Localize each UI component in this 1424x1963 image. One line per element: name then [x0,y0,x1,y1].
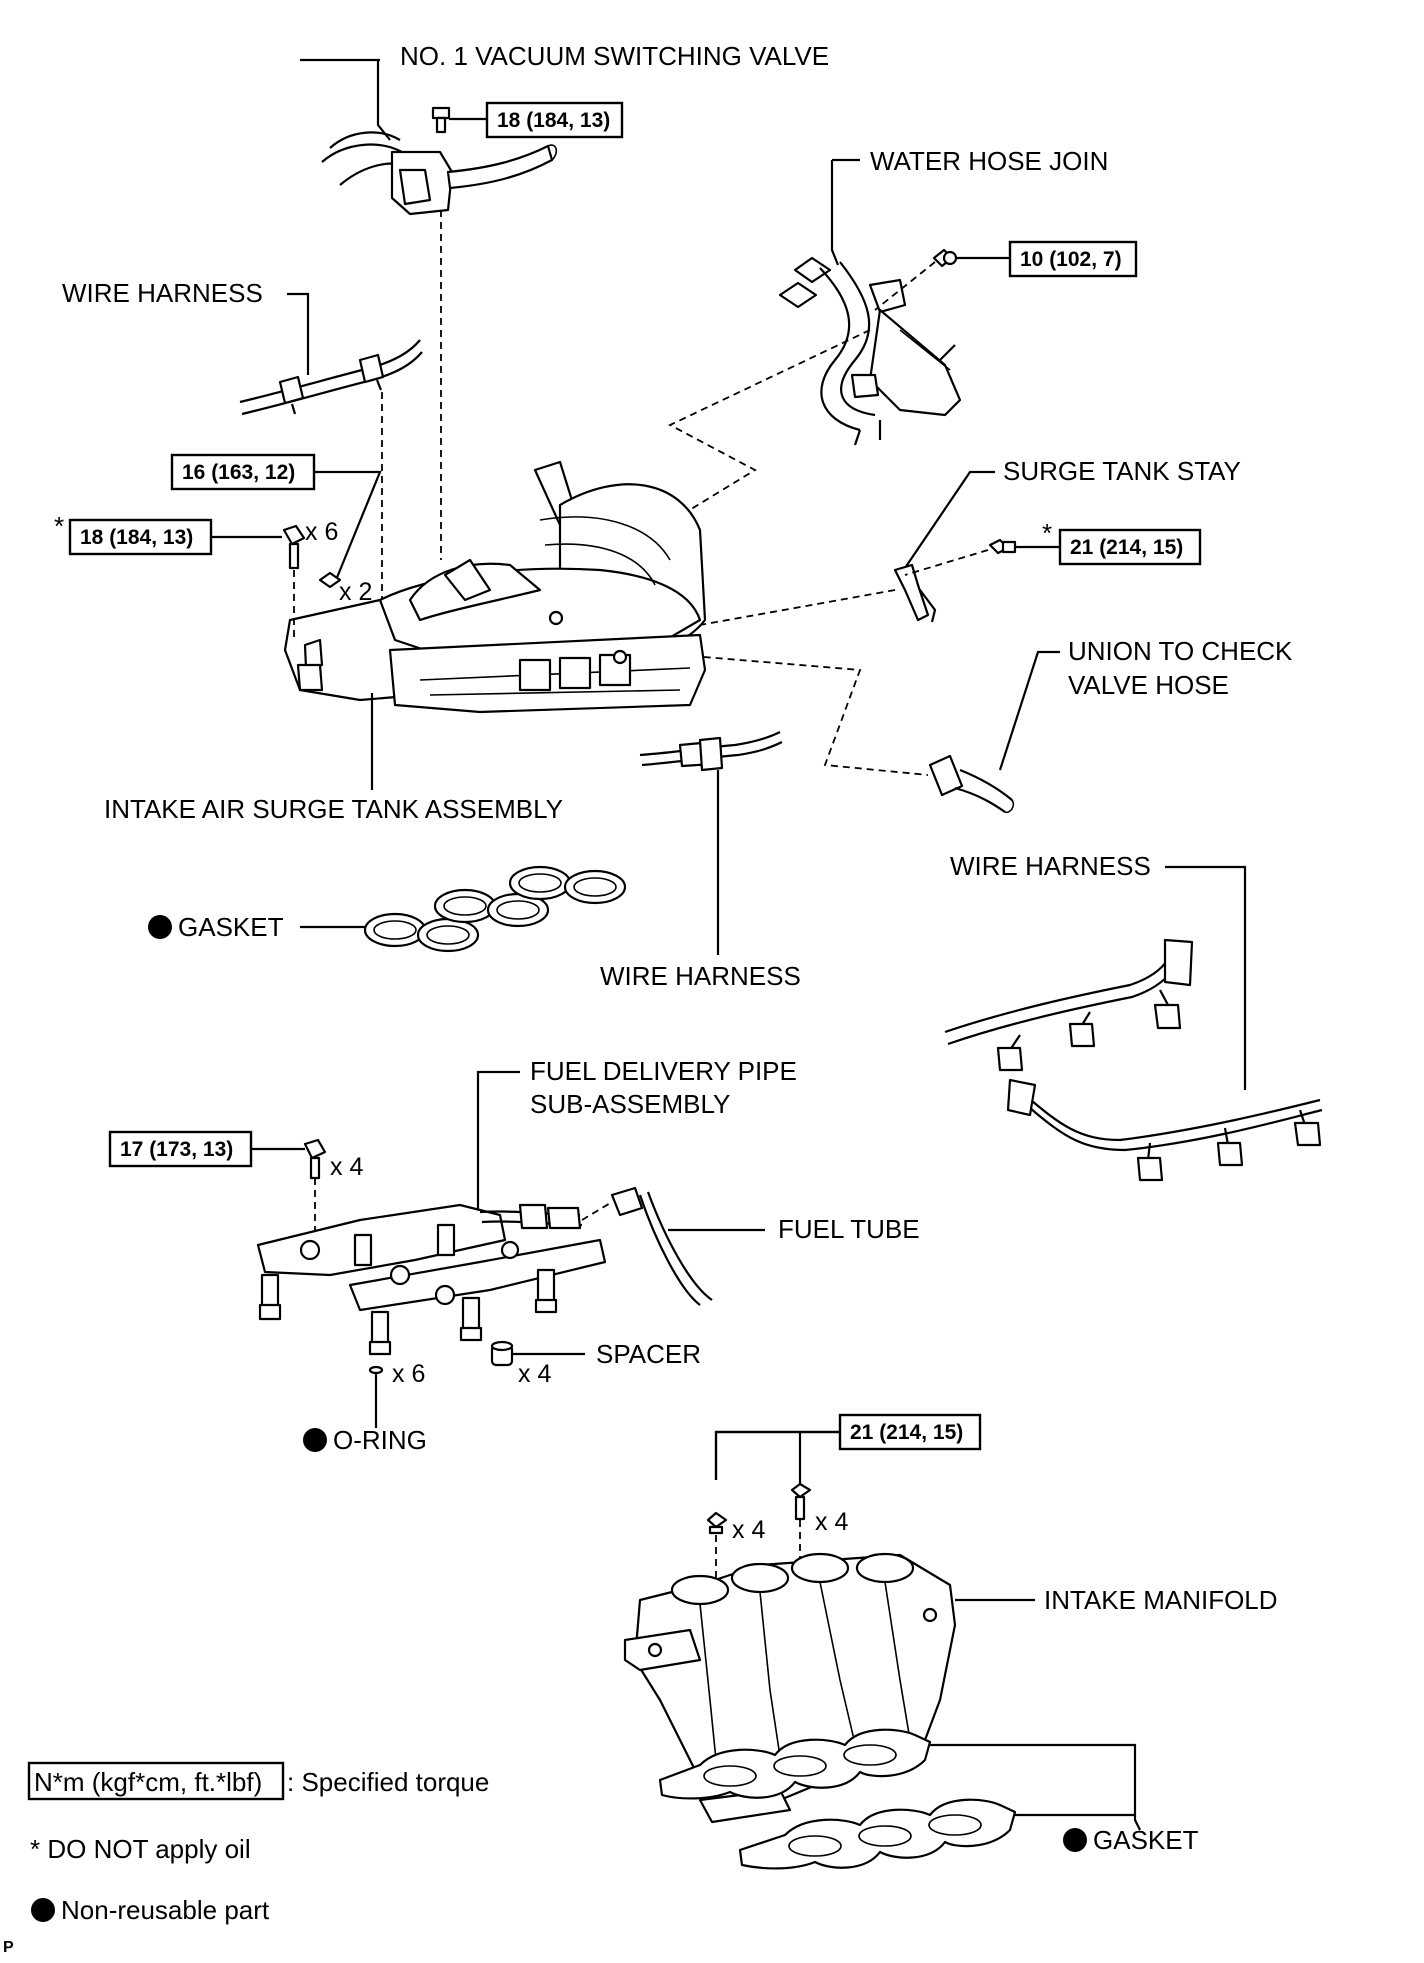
stay-asterisk: * [1042,518,1052,548]
manifold-torque-box [838,1413,982,1451]
non-reusable-icon [31,1898,55,1922]
wire-harness-top [239,339,423,416]
fuel-bolt-count: x 4 [330,1153,363,1181]
gasket-upper-label: GASKET [178,912,284,942]
o-ring-icon [368,1365,384,1375]
surge-tank-stay-label: SURGE TANK STAY [1003,456,1241,486]
water-hose-join-label: WATER HOSE JOIN [870,146,1108,176]
vsv-bolt-torque-box [485,101,624,139]
legend-non-reusable: Non-reusable part [61,1895,270,1925]
union-label-line1: UNION TO CHECK [1068,636,1293,666]
non-reusable-icon [303,1428,327,1452]
water-hose-torque: 10 (102, 7) [1020,248,1122,271]
gasket-lower-label: GASKET [1093,1825,1199,1855]
surge-tank-stay [893,563,937,623]
union-label-line2: VALVE HOSE [1068,670,1229,700]
vsv-bolt-torque: 18 (184, 13) [497,109,610,132]
wire-harness-top-label: WIRE HARNESS [62,278,263,308]
intake-manifold-gaskets [658,1728,1017,1870]
wire-harness-middle [639,731,783,772]
fuel-bolt-torque-box [108,1130,253,1168]
fuel-delivery-pipe [256,1203,607,1356]
vsv-label: NO. 1 VACUUM SWITCHING VALVE [400,41,829,71]
surge-bolt-icon [282,524,306,570]
fuel-delivery-label-line2: SUB-ASSEMBLY [530,1089,730,1119]
surge-nut-count: x 2 [339,578,372,606]
stay-bolt-torque-box [1058,528,1202,566]
fuel-bolt-torque: 17 (173, 13) [120,1138,233,1161]
stay-bolt-torque: 21 (214, 15) [1070,536,1183,559]
water-hose-torque-box [1008,240,1138,278]
manifold-bolt-count: x 4 [815,1508,848,1536]
intake-manifold-label: INTAKE MANIFOLD [1044,1585,1278,1615]
o-ring-label: O-RING [333,1425,427,1455]
vacuum-switching-valve [300,58,558,216]
wire-harness-mid-label: WIRE HARNESS [600,961,801,991]
non-reusable-icon [1063,1828,1087,1852]
manifold-bolt-icon [790,1482,812,1521]
spacer-label: SPACER [596,1339,701,1369]
fuel-delivery-label-line1: FUEL DELIVERY PIPE [530,1056,797,1086]
surge-tank-gasket [363,865,627,953]
manifold-nut-icon [706,1511,728,1535]
fuel-tube [610,1186,713,1306]
manifold-torque: 21 (214, 15) [850,1421,963,1444]
legend-torque-desc: : Specified torque [287,1767,489,1797]
stay-bolt-icon [988,538,1017,555]
surge-bolt-asterisk: * [54,511,64,541]
surge-nut-torque: 16 (163, 12) [182,461,295,484]
spacer-count: x 4 [518,1360,551,1388]
water-hose-bolt-icon [932,248,1010,268]
legend-torque-box [27,1761,285,1801]
spacer-icon [490,1340,514,1367]
water-hose-join [778,158,962,446]
union-check-valve-hose [928,754,1015,814]
legend-no-oil: * DO NOT apply oil [30,1834,251,1864]
o-ring-count: x 6 [392,1360,425,1388]
surge-nut-icon [318,571,342,589]
non-reusable-icon [148,915,172,939]
fuel-tube-label: FUEL TUBE [778,1214,920,1244]
surge-bolt-torque-box [68,518,213,556]
manifold-nut-count: x 4 [732,1516,765,1544]
intake-air-surge-tank [283,460,707,714]
wire-harness-right [944,938,1323,1182]
vsv-bolt-icon [431,106,487,134]
surge-bolt-torque: 18 (184, 13) [80,526,193,549]
corner-code: P [3,1939,14,1956]
wire-harness-right-label: WIRE HARNESS [950,851,1151,881]
surge-nut-torque-box [170,453,316,491]
fuel-bolt-icon [303,1138,327,1180]
surge-tank-label: INTAKE AIR SURGE TANK ASSEMBLY [104,794,563,824]
legend-torque-units: N*m (kgf*cm, ft.*lbf) [34,1767,262,1797]
surge-bolt-count: x 6 [305,518,338,546]
